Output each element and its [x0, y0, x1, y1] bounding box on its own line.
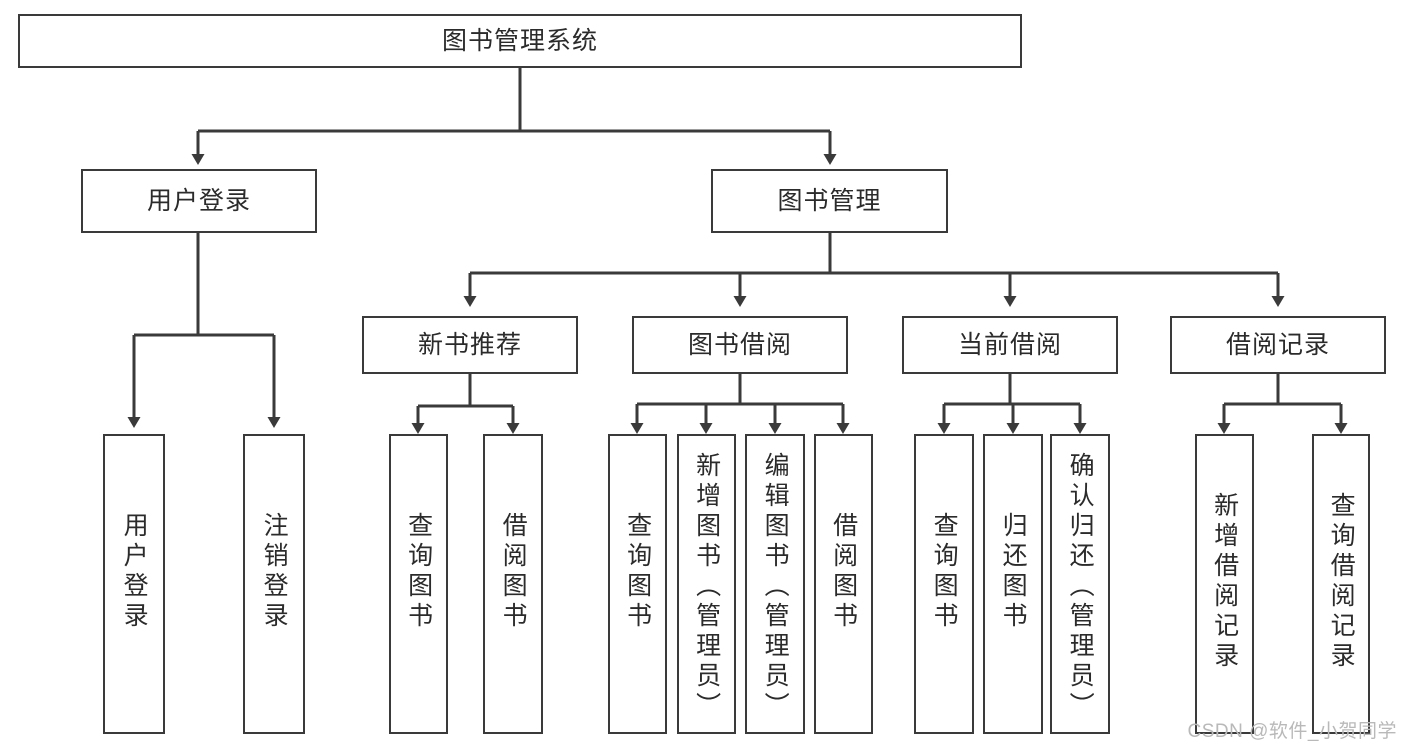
node-root-system[interactable]: 图书管理系统 [18, 14, 1022, 68]
leaf-current-return-book[interactable]: 归还图书 [983, 434, 1043, 734]
node-label: 查询图书 [404, 512, 433, 632]
node-label: 借阅记录 [1225, 330, 1330, 359]
node-label: 图书管理系统 [441, 26, 598, 55]
node-label: 归还图书 [999, 512, 1028, 632]
leaf-borrow-edit-book-admin[interactable]: 编辑图书（管理员） [745, 434, 805, 734]
leaf-record-query-record[interactable]: 查询借阅记录 [1312, 434, 1370, 734]
node-label: 查询图书 [930, 512, 959, 632]
node-borrow-record[interactable]: 借阅记录 [1170, 316, 1386, 374]
node-label: 用户登录 [146, 186, 251, 215]
node-current-borrow[interactable]: 当前借阅 [902, 316, 1118, 374]
node-label: 新增图书（管理员） [692, 452, 721, 722]
leaf-user-login-signout[interactable]: 注销登录 [243, 434, 305, 734]
node-book-borrow[interactable]: 图书借阅 [632, 316, 848, 374]
leaf-new-book-query[interactable]: 查询图书 [389, 434, 448, 734]
leaf-borrow-borrow-book[interactable]: 借阅图书 [814, 434, 873, 734]
node-new-book-recommend[interactable]: 新书推荐 [362, 316, 578, 374]
node-label: 新书推荐 [417, 330, 522, 359]
node-label: 借阅图书 [499, 512, 528, 632]
node-label: 查询借阅记录 [1327, 492, 1356, 672]
node-user-login[interactable]: 用户登录 [81, 169, 317, 233]
node-book-management[interactable]: 图书管理 [711, 169, 948, 233]
leaf-user-login-signin[interactable]: 用户登录 [103, 434, 165, 734]
leaf-current-query-book[interactable]: 查询图书 [914, 434, 974, 734]
node-label: 注销登录 [260, 512, 289, 632]
leaf-current-confirm-return-admin[interactable]: 确认归还（管理员） [1050, 434, 1110, 734]
leaf-borrow-query-book[interactable]: 查询图书 [608, 434, 667, 734]
watermark-text: CSDN @软件_小贺同学 [1187, 721, 1397, 742]
leaf-new-book-borrow[interactable]: 借阅图书 [483, 434, 543, 734]
node-label: 借阅图书 [829, 512, 858, 632]
leaf-borrow-add-book-admin[interactable]: 新增图书（管理员） [677, 434, 736, 734]
leaf-record-add-record[interactable]: 新增借阅记录 [1195, 434, 1254, 734]
node-label: 用户登录 [120, 512, 149, 632]
node-label: 编辑图书（管理员） [761, 452, 790, 722]
node-label: 图书借阅 [687, 330, 792, 359]
node-label: 确认归还（管理员） [1066, 452, 1095, 722]
node-label: 当前借阅 [957, 330, 1062, 359]
node-label: 图书管理 [777, 186, 882, 215]
node-label: 新增借阅记录 [1210, 492, 1239, 672]
node-label: 查询图书 [623, 512, 652, 632]
